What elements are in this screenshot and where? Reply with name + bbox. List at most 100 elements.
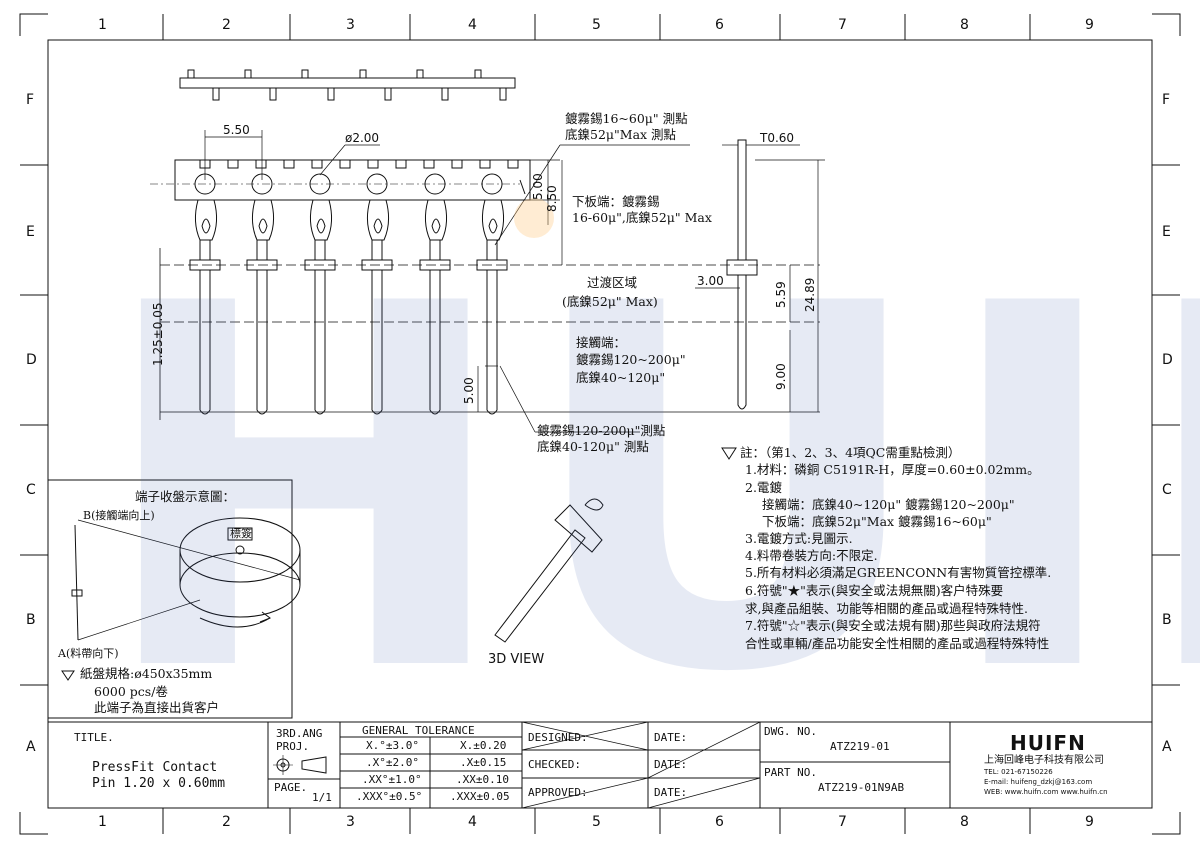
pin-row — [189, 199, 508, 415]
transition-line2: (底鎳52μ" Max) — [562, 294, 658, 309]
col-label: 9 — [1085, 17, 1094, 33]
note-item: 6.符號"★"表示(與安全或法規無關)客户特殊要 — [745, 583, 1004, 598]
dwg-no-label: DWG. NO. — [764, 725, 817, 738]
dim-5-00-bottom: 5.00 — [462, 377, 476, 404]
tolerance-angle: .XX°±1.0° — [362, 773, 422, 786]
col-label: 2 — [222, 814, 231, 830]
tolerance-title: GENERAL TOLERANCE — [362, 724, 475, 737]
col-label: 7 — [838, 814, 847, 830]
row-label: A — [26, 739, 36, 755]
part-no: ATZ219-01N9AB — [818, 781, 905, 794]
dim-5-00-top: 5.00 — [531, 173, 545, 200]
approved-label: APPROVED: — [528, 786, 588, 799]
company-web: WEB: www.huifn.com www.huifn.cn — [984, 788, 1108, 796]
projection-line2: PROJ. — [276, 740, 310, 753]
reel-label-b: B(接觸端向上) — [83, 509, 155, 522]
date-label: DATE: — [654, 758, 688, 771]
col-label: 4 — [468, 814, 477, 830]
projection-line1: 3RD.ANG — [276, 727, 323, 740]
reel-spec-line2: 6000 pcs/卷 — [94, 684, 168, 699]
designed-label: DESIGNED: — [528, 731, 588, 744]
note-item: 5.所有材料必須滿足GREENCONN有害物質管控標準. — [745, 565, 1052, 580]
contact-line1: 接觸端： — [576, 335, 627, 350]
row-label: F — [26, 92, 35, 108]
date-label: DATE: — [654, 786, 688, 799]
checked-label: CHECKED: — [528, 758, 581, 771]
tolerance-angle: .XXX°±0.5° — [356, 790, 423, 803]
notes-header: 註：（第1、2、3、4項QC需重點檢測） — [740, 445, 961, 460]
date-label: DATE: — [654, 731, 688, 744]
col-label: 1 — [98, 17, 107, 33]
lower-board-line2: 16-60μ",底鎳52μ" Max — [572, 210, 712, 225]
dim-3-00: 3.00 — [697, 274, 724, 288]
3d-view-pin — [494, 498, 604, 643]
note-item: 2.電鍍 — [745, 480, 782, 495]
row-label: D — [26, 352, 37, 368]
measure-point-marker — [514, 198, 554, 238]
col-label: 5 — [592, 814, 601, 830]
note-item: 下板端：底鎳52μ"Max 鍍霧錫16~60μ" — [762, 514, 992, 529]
dim-t060: T0.60 — [760, 131, 795, 145]
page-value: 1/1 — [312, 791, 332, 804]
company-tel: TEL: 021-67150226 — [984, 768, 1053, 776]
note-item: 4.料帶卷裝方向:不限定. — [745, 548, 878, 563]
bottom-callout-line1: 鍍霧錫120-200μ"測點 — [537, 423, 666, 438]
row-label: A — [1162, 739, 1172, 755]
row-label: C — [1162, 482, 1172, 498]
row-label: C — [26, 482, 36, 498]
bottom-callout-line2: 底鎳40-120μ" 測點 — [537, 439, 649, 454]
dwg-no: ATZ219-01 — [830, 740, 890, 753]
col-label: 6 — [715, 17, 724, 33]
col-label: 9 — [1085, 814, 1094, 830]
col-label: 8 — [960, 17, 969, 33]
transition-line1: 过渡区域 — [587, 275, 638, 290]
title-label: TITLE. — [74, 731, 114, 744]
dimension-lines — [204, 130, 690, 433]
col-label: 7 — [838, 17, 847, 33]
top-callout-line2: 底鎳52μ"Max 測點 — [565, 127, 677, 142]
tolerance-angle: .X°±2.0° — [366, 756, 419, 769]
row-label: B — [1162, 612, 1172, 628]
note-item: 7.符號"☆"表示(與安全或法規有關)那些與政府法規符 — [745, 618, 1041, 633]
carrier-strip — [150, 159, 531, 201]
col-label: 2 — [222, 17, 231, 33]
tolerance-linear: .XX±0.10 — [456, 773, 509, 786]
tolerance-linear: X.±0.20 — [460, 739, 507, 752]
row-label: E — [1162, 224, 1171, 240]
note-item: 合性或車輛/產品功能安全性相關的產品或過程特殊特性 — [745, 636, 1050, 651]
col-label: 1 — [98, 814, 107, 830]
company-email: E-mail: huifeng_dzkj@163.com — [984, 778, 1093, 786]
note-item: 接觸端：底鎳40~120μ" 鍍霧錫120~200μ" — [762, 497, 1015, 512]
part-no-label: PART NO. — [764, 766, 817, 779]
reel-sketch — [47, 479, 301, 719]
col-label: 4 — [468, 17, 477, 33]
reel-spec-line1: 紙盤規格:ø450x35mm — [80, 666, 213, 681]
company-name: 上海回峰电子科技有限公司 — [984, 755, 1104, 766]
reel-tag: 標簽 — [230, 527, 252, 540]
row-label: D — [1162, 352, 1173, 368]
dim-hole: ø2.00 — [345, 131, 380, 145]
company-logo: HUIFN — [1010, 731, 1086, 755]
col-label: 3 — [346, 814, 355, 830]
note-item: 求,與產品組裝、功能等相關的產品或過程特殊特性. — [745, 601, 1028, 616]
dim-24-89: 24.89 — [803, 277, 817, 312]
dim-9-00: 9.00 — [774, 363, 788, 390]
reel-title: 端子收盤示意圖： — [135, 489, 236, 504]
dim-pitch: 5.50 — [223, 123, 250, 137]
lower-board-line1: 下板端：鍍霧錫 — [572, 194, 660, 209]
tolerance-linear: .X±0.15 — [460, 756, 507, 769]
contact-line2: 鍍霧錫120~200μ" — [576, 352, 686, 367]
col-label: 8 — [960, 814, 969, 830]
col-label: 5 — [592, 17, 601, 33]
row-label: E — [26, 224, 35, 240]
tolerance-linear: .XXX±0.05 — [450, 790, 510, 803]
title-block-grid — [47, 721, 1153, 809]
dim-1-25: 1.25±0.05 — [151, 302, 165, 367]
col-label: 3 — [346, 17, 355, 33]
top-callout-line1: 鍍霧錫16~60μ" 測點 — [565, 111, 688, 126]
notes-marker — [721, 447, 737, 460]
3d-view-label: 3D VIEW — [488, 652, 545, 667]
page-label: PAGE. — [274, 781, 308, 794]
